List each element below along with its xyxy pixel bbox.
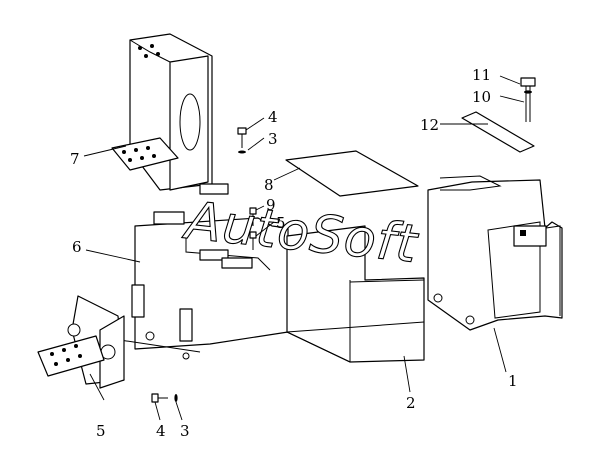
callout-3-lower: 3 xyxy=(180,422,190,440)
part-12-strip xyxy=(461,111,535,153)
part-2-lower-box xyxy=(286,225,425,363)
callout-2: 2 xyxy=(406,394,416,412)
callout-labels: 1 2 3 4 4 3 5 5 6 7 8 9 10 11 12 xyxy=(70,66,518,440)
part-8-cover-plate xyxy=(285,150,419,197)
callout-12: 12 xyxy=(420,116,439,134)
watermark-text: AutoSoft xyxy=(180,191,421,275)
part-10-11-bolt xyxy=(520,77,536,122)
callout-4-upper: 4 xyxy=(268,108,278,126)
callout-6: 6 xyxy=(72,238,82,256)
upper-bolt-washer xyxy=(237,127,247,154)
callout-10: 10 xyxy=(472,88,491,106)
part-7-upper-step xyxy=(111,33,229,195)
leader-lines xyxy=(83,75,525,421)
callout-8: 8 xyxy=(264,176,274,194)
lower-bolt-washer xyxy=(151,393,178,403)
callout-5-bolt: 5 xyxy=(276,214,286,232)
part-1-side-panel xyxy=(427,175,563,331)
small-bolts xyxy=(249,207,257,250)
callout-4-lower: 4 xyxy=(156,422,166,440)
callout-3-upper: 3 xyxy=(268,130,278,148)
callout-1: 1 xyxy=(508,372,518,390)
clamp-blocks xyxy=(153,211,253,269)
callout-7: 7 xyxy=(70,150,80,168)
callout-9: 9 xyxy=(266,196,276,214)
part-5-lower-step xyxy=(37,295,125,389)
callout-11: 11 xyxy=(472,66,491,84)
callout-5-step: 5 xyxy=(96,422,106,440)
